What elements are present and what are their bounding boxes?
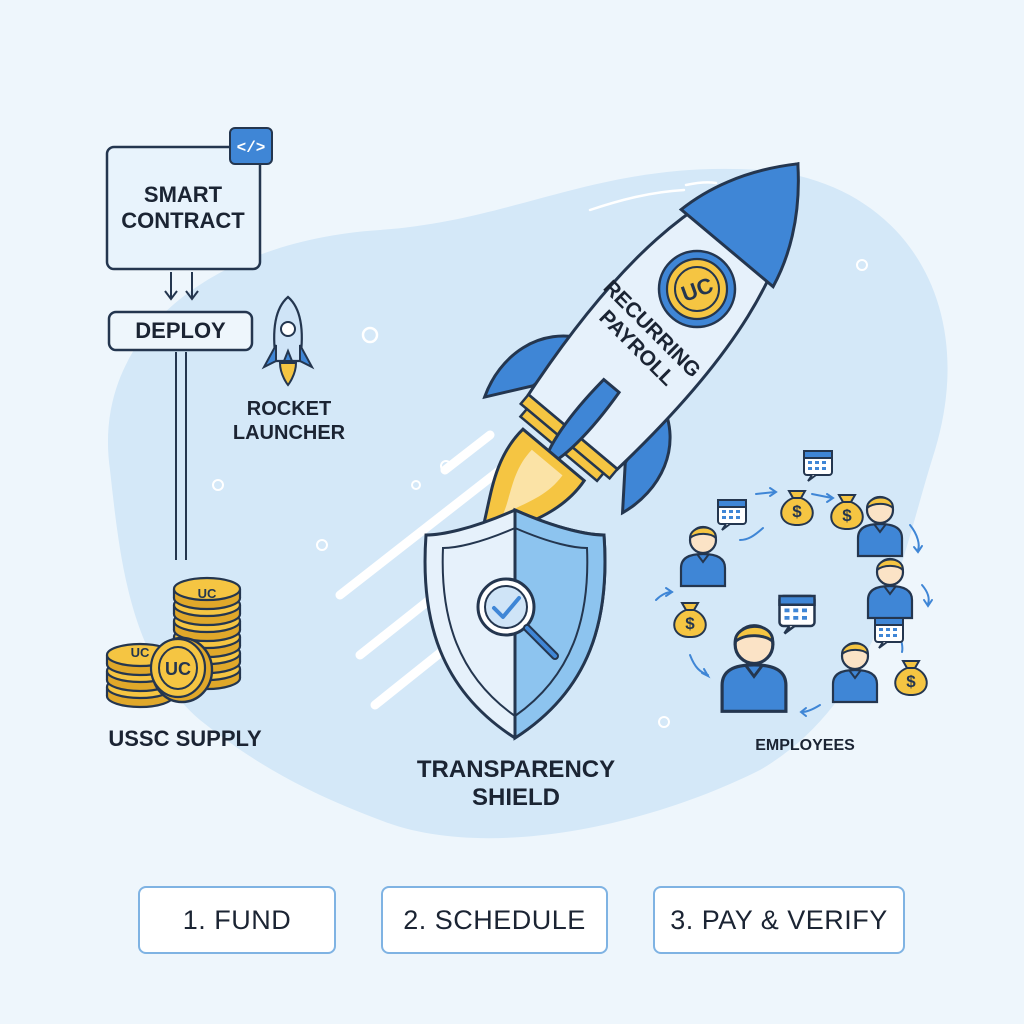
step-fund-button[interactable]: 1. FUND [138, 886, 336, 954]
recurring-payroll-rocket [472, 161, 800, 552]
step-schedule-button[interactable]: 2. SCHEDULE [381, 886, 608, 954]
rocket-emblem-icon: UC [657, 249, 737, 329]
employees-label: EMPLOYEES [755, 737, 855, 754]
supply-pipe [175, 352, 187, 560]
rocket-launcher-label: ROCKET LAUNCHER [232, 398, 346, 444]
smart-contract-label: SMART [144, 182, 223, 207]
deploy-label: DEPLOY [135, 318, 226, 343]
coin-stack-icon: UC UC UC [105, 576, 242, 709]
svg-text:</>: </> [237, 139, 266, 157]
svg-text:UC: UC [131, 645, 150, 660]
coin-front-icon: UC [149, 636, 214, 704]
calendar-icon [874, 617, 904, 649]
money-bag-icon [894, 660, 928, 696]
small-rocket-icon [261, 295, 315, 387]
deploy-pill [107, 310, 254, 352]
svg-text:UC: UC [165, 659, 191, 679]
supply-label: USSC SUPPLY [108, 726, 262, 751]
step-pay-verify-button[interactable]: 3. PAY & VERIFY [653, 886, 905, 954]
arrow-icon [655, 487, 933, 717]
employees-cycle [655, 450, 933, 717]
svg-text:UC: UC [198, 586, 217, 601]
svg-text:CONTRACT: CONTRACT [121, 208, 245, 233]
transparency-shield-icon [423, 507, 607, 741]
down-arrows-icon [164, 272, 199, 301]
code-icon: </> [229, 127, 273, 165]
shield-label: TRANSPARENCY SHIELD [416, 756, 616, 812]
smart-contract-box: SMART CONTRACT [105, 145, 262, 271]
